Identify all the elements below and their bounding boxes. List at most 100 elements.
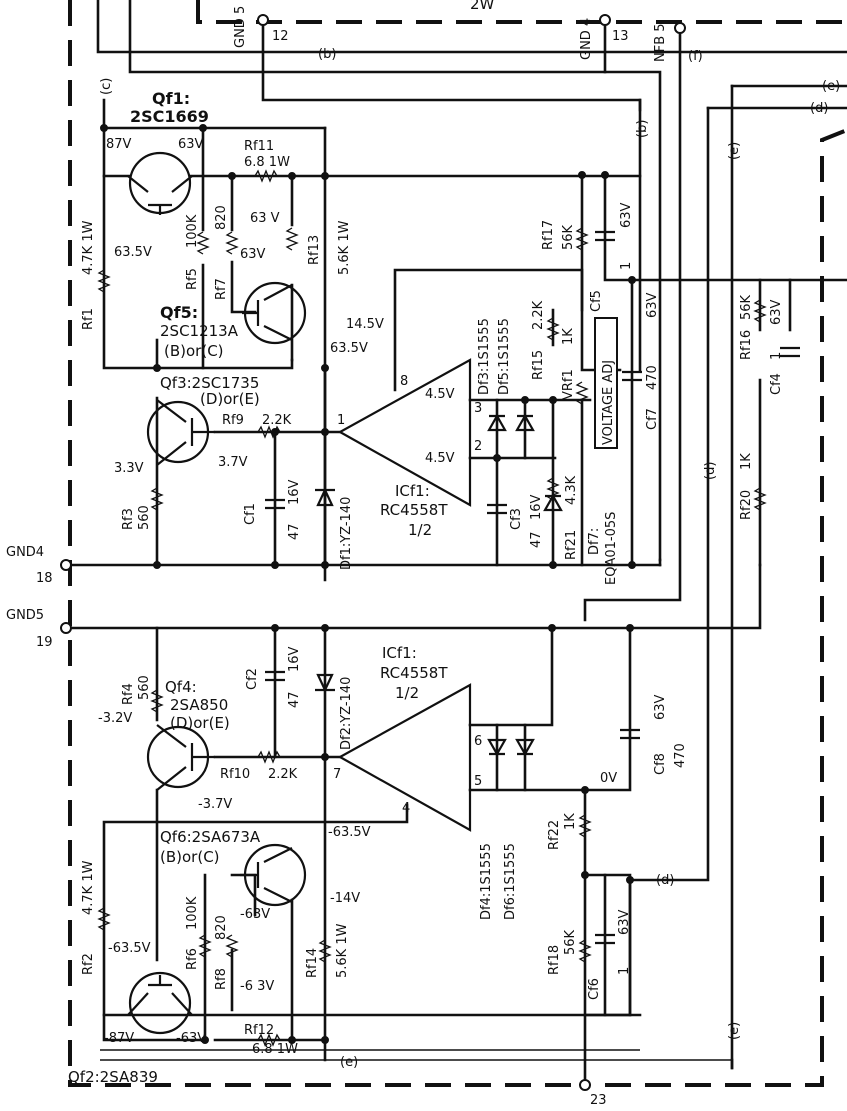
rf11-value: 6.8 1W (244, 155, 290, 170)
volt-63-5-b: 63.5V (330, 341, 368, 356)
pin-13: 13 (612, 29, 629, 44)
cf4-value: 1 (769, 352, 784, 360)
rf17-value: 56K (561, 224, 576, 250)
net-e-low: (e) (727, 1022, 742, 1040)
volt-minus-3-2: -3.2V (98, 711, 132, 726)
opamp-symbols (337, 358, 472, 832)
rf3-value: 560 (137, 505, 152, 530)
icf1-top-pin1: 1 (337, 413, 345, 428)
pin-nfb5: NFB 5 (653, 23, 668, 62)
rf13-value: 5.6K 1W (337, 220, 352, 275)
volt-minus-63-c: -63V (176, 1031, 206, 1046)
qf4-name: Qf4: (165, 678, 197, 696)
rf9-name: Rf9 (222, 413, 244, 428)
junction-dots (100, 124, 636, 1044)
cf5-name: Cf5 (589, 290, 604, 312)
vrf1-value: 1K (561, 328, 576, 345)
cf3-value: 47 (529, 531, 544, 548)
cf3-name: Cf3 (509, 508, 524, 530)
rf7-name: Rf7 (214, 278, 229, 300)
cf1-name: Cf1 (243, 503, 258, 525)
rf14-value: 5.6K 1W (335, 923, 350, 978)
cf7-volt: 63V (645, 292, 660, 318)
rf15-name: Rf15 (531, 350, 546, 380)
diode-df7-part: EQA01-05S (604, 512, 619, 585)
icf1-top-pin2: 2 (474, 439, 482, 454)
volt-0: 0V (600, 771, 617, 786)
cf6-name: Cf6 (587, 978, 602, 1000)
cf4-volt: 63V (769, 299, 784, 325)
rf8-value: 820 (214, 915, 229, 940)
rf7-value: 820 (214, 205, 229, 230)
qf3-name: Qf3:2SC1735 (160, 374, 259, 392)
volt-63-b: 63 V (250, 211, 280, 226)
icf1-top-half: 1/2 (408, 521, 432, 539)
cf7-name: Cf7 (645, 408, 660, 430)
volt-4-5-a: 4.5V (425, 387, 455, 402)
rf18-name: Rf18 (547, 945, 562, 975)
cf2-value: 47 (287, 691, 302, 708)
volt-minus-87: -87V (104, 1031, 134, 1046)
icf1-bottom-pin7: 7 (333, 767, 341, 782)
volt-63-c: 63V (240, 247, 266, 262)
rf21-name: Rf21 (564, 530, 579, 560)
rf5-name: Rf5 (185, 268, 200, 290)
qf4-part: 2SA850 (170, 696, 228, 714)
rf16-value: 56K (739, 294, 754, 320)
rf12-value: 6.8 1W (252, 1042, 298, 1057)
capacitor-symbols (265, 230, 800, 945)
cf1-volt: 16V (287, 479, 302, 505)
net-c: (c) (99, 78, 114, 95)
text-labels: 2W GND 5 12 GND 4 13 NFB 5 GND4 18 GND5 … (6, 0, 840, 1108)
cf6-volt: 63V (617, 909, 632, 935)
pin-12: 12 (272, 29, 289, 44)
rf21-value: 4.3K (564, 475, 579, 505)
net-e-top: (e) (822, 79, 840, 94)
rf14-name: Rf14 (305, 948, 320, 978)
net-e-bottom: (e) (340, 1055, 358, 1070)
terminals (60, 14, 686, 1091)
rf11-name: Rf11 (244, 139, 274, 154)
qf2-name: Qf2:2SA839 (68, 1068, 158, 1086)
cf5-value: 1 (619, 262, 634, 270)
volt-minus-63: -63V (240, 907, 270, 922)
rf2-name: Rf2 (81, 953, 96, 975)
pin-gnd5-side: GND5 (6, 608, 44, 623)
net-f: (f) (688, 49, 703, 64)
rf22-value: 1K (563, 813, 578, 830)
wiring (64, 0, 847, 1087)
cf8-volt: 63V (653, 694, 668, 720)
rf1-value: 4.7K 1W (81, 220, 96, 275)
rf6-value: 100K (185, 896, 200, 930)
vrf1-name: VRf1 (561, 369, 576, 400)
rf20-value: 1K (739, 453, 754, 470)
pin-gnd5-top: GND 5 (233, 6, 248, 48)
diodes-df6: Df6:1S1555 (503, 843, 518, 920)
icf1-bottom-part: RC4558T (380, 664, 448, 682)
rf20-name: Rf20 (739, 490, 754, 520)
resistor-symbols (97, 169, 767, 1047)
qf1-name: Qf1: (152, 89, 190, 108)
diodes-df5: Df5:1S1555 (497, 318, 512, 395)
qf5-part: 2SC1213A (160, 322, 239, 340)
diodes-df3: Df3:1S1555 (477, 318, 492, 395)
rf15-value: 2.2K (531, 300, 546, 330)
pin-19: 19 (36, 635, 53, 650)
rf4-value: 560 (137, 675, 152, 700)
rf5-value: 100K (185, 214, 200, 248)
cf6-value: 1 (617, 967, 632, 975)
cf8-value: 470 (673, 743, 688, 768)
net-d-mid: (d) (703, 462, 718, 480)
volt-minus-63-5: -63.5V (328, 825, 371, 840)
diode-df1: Df1:YZ-140 (339, 497, 354, 570)
rf10-name: Rf10 (220, 767, 250, 782)
volt-minus-3-7: -3.7V (198, 797, 232, 812)
qf3-rank: (D)or(E) (200, 390, 260, 408)
net-e-right: (e) (727, 142, 742, 160)
icf1-top-part: RC4558T (380, 501, 448, 519)
qf1-part: 2SC1669 (130, 107, 209, 126)
rf17-name: Rf17 (541, 220, 556, 250)
power-rating: 2W (470, 0, 495, 13)
net-b-1: (b) (318, 47, 336, 62)
